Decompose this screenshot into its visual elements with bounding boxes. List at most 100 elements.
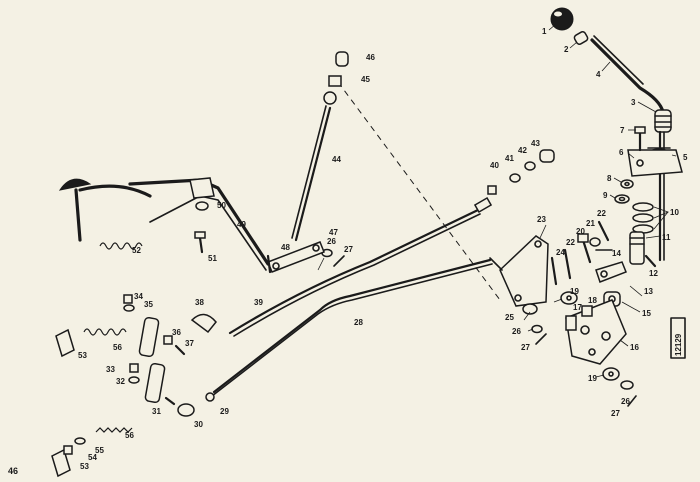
drawing-reference: 12129 — [674, 333, 683, 356]
bolt-37 — [174, 344, 186, 356]
page-number: 46 — [8, 466, 18, 476]
callout-12: 12 — [649, 269, 658, 278]
callout-41: 41 — [505, 154, 514, 163]
clutch-pedal — [58, 178, 152, 242]
lever-retaining-plate — [627, 149, 683, 177]
callout-50: 50 — [217, 201, 226, 210]
bellcrank-23 — [499, 235, 549, 307]
pin-22a — [597, 220, 610, 242]
callout-30: 30 — [194, 420, 203, 429]
leader-lines — [317, 23, 677, 378]
washer-55 — [74, 437, 86, 445]
nut-54 — [63, 445, 73, 455]
callout-53-upper: 53 — [78, 351, 87, 360]
gear-knob — [550, 7, 574, 31]
guide-sleeve-11 — [629, 231, 645, 265]
callout-15: 15 — [642, 309, 651, 318]
return-spring-52 — [99, 242, 143, 250]
split-pin-27a — [333, 255, 345, 267]
bolt-36 — [163, 335, 173, 345]
callout-37: 37 — [185, 339, 194, 348]
callout-8: 8 — [607, 174, 612, 183]
callout-26-mid: 26 — [512, 327, 521, 336]
callout-49: 49 — [237, 220, 246, 229]
spring-56a — [83, 328, 127, 336]
bracket-53a — [55, 328, 75, 358]
callout-27-left: 27 — [344, 245, 353, 254]
callout-14: 14 — [612, 249, 621, 258]
callout-6: 6 — [619, 148, 624, 157]
bush-17 — [565, 315, 577, 331]
callout-33: 33 — [106, 365, 115, 374]
bolt-24 — [550, 256, 558, 286]
callout-31: 31 — [152, 407, 161, 416]
callout-21: 21 — [586, 219, 595, 228]
callout-19-lower: 19 — [588, 374, 597, 383]
split-pin-27b — [535, 333, 547, 345]
push-rod-44 — [291, 91, 337, 242]
bush-18 — [581, 305, 593, 317]
callout-56-lower: 56 — [125, 431, 134, 440]
spring-washers-10 — [632, 202, 654, 234]
callout-48: 48 — [281, 243, 290, 252]
callout-43: 43 — [531, 139, 540, 148]
assembly-path-line — [337, 81, 501, 301]
callout-23: 23 — [537, 215, 546, 224]
connecting-link-47 — [267, 241, 325, 273]
cable-end-29 — [205, 392, 215, 402]
gearbox-bracket-16 — [565, 299, 627, 365]
callout-38: 38 — [195, 298, 204, 307]
locknut-45 — [328, 75, 342, 87]
callout-3: 3 — [631, 98, 636, 107]
callout-32: 32 — [116, 377, 125, 386]
split-pin-27c — [627, 395, 637, 407]
lever-ball-housing — [654, 109, 672, 133]
callout-52: 52 — [132, 246, 141, 255]
washer-21 — [589, 237, 601, 247]
ball-socket-19a — [560, 291, 578, 305]
pedal-shaft-49 — [128, 177, 270, 271]
callout-24: 24 — [556, 248, 565, 257]
callout-26-right: 26 — [621, 397, 630, 406]
callout-35: 35 — [144, 300, 153, 309]
knob-nut — [573, 31, 589, 45]
callout-5: 5 — [683, 153, 688, 162]
callout-16: 16 — [630, 343, 639, 352]
callout-54: 54 — [88, 453, 97, 462]
callout-labels: 1 2 3 4 5 6 7 8 9 10 11 12 13 14 15 16 1… — [78, 27, 688, 471]
washer-35 — [123, 304, 135, 312]
callout-45: 45 — [361, 75, 370, 84]
callout-17: 17 — [573, 303, 582, 312]
clevis-30 — [177, 403, 195, 417]
callout-22-upper: 22 — [597, 209, 606, 218]
callout-42: 42 — [518, 146, 527, 155]
cable-adjuster-43 — [539, 149, 555, 163]
gear-selector-cable-28 — [211, 257, 503, 397]
callout-55: 55 — [95, 446, 104, 455]
washer-32 — [128, 376, 140, 384]
linkage-blocks — [138, 316, 166, 404]
callout-13: 13 — [644, 287, 653, 296]
callout-40: 40 — [490, 161, 499, 170]
ball-socket-19b — [602, 367, 620, 381]
bolt-51 — [194, 231, 206, 254]
callout-2: 2 — [564, 45, 569, 54]
callout-22-lower: 22 — [566, 238, 575, 247]
ball-joint-25 — [522, 303, 538, 315]
rod-end-46 — [335, 51, 349, 67]
washer-8 — [620, 179, 634, 189]
washer-41 — [509, 173, 521, 183]
cable-nut-40 — [487, 185, 497, 195]
callout-4: 4 — [596, 70, 601, 79]
washer-9 — [614, 194, 630, 204]
callout-18: 18 — [588, 296, 597, 305]
callout-11: 11 — [662, 233, 671, 242]
washer-42 — [524, 161, 536, 171]
callout-39: 39 — [254, 298, 263, 307]
callout-47: 47 — [329, 228, 338, 237]
callout-7: 7 — [620, 126, 625, 135]
selector-arm-13 — [595, 261, 627, 283]
lever-screw-7 — [634, 126, 646, 152]
gear-lever-rod — [590, 35, 665, 114]
